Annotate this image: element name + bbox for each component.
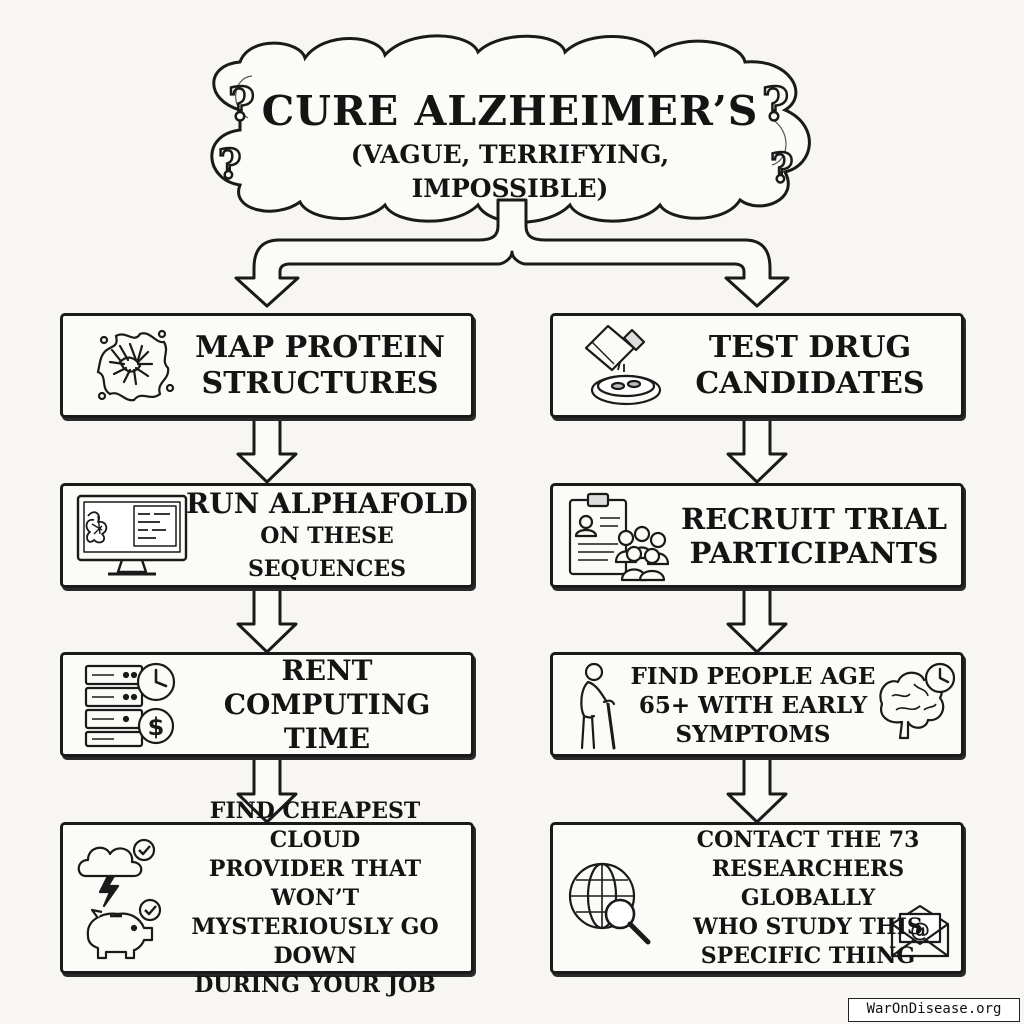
protein-structure-icon (96, 329, 175, 402)
question-mark-icon: ? ? ? ? (217, 76, 795, 194)
arrow-down (726, 586, 788, 654)
step-line: SYMPTOMS (675, 720, 831, 748)
step-line: RENT COMPUTING (223, 654, 431, 721)
step-line: SPECIFIC THING (700, 942, 916, 969)
elderly-person-icon (580, 662, 616, 750)
step-line: PROVIDER THAT WON’T (208, 855, 422, 911)
svg-text:?: ? (762, 77, 789, 131)
step-label-find-people: FIND PEOPLE AGE 65+ WITH EARLY SYMPTOMS (630, 660, 876, 750)
goal-cloud (210, 34, 811, 224)
cloud-piggy-bank-icon (77, 838, 162, 960)
step-line: DURING YOUR JOB (194, 971, 436, 998)
step-label-run-alphafold: RUN ALPHAFOLD ON THESE SEQUENCES (186, 487, 468, 582)
computer-monitor-icon (76, 494, 188, 576)
step-line: MYSTERIOUSLY GO DOWN (191, 913, 439, 969)
brain-clock-icon (879, 662, 956, 740)
step-line: ON THESE SEQUENCES (247, 522, 407, 582)
arrow-down (236, 416, 298, 484)
email-envelope-icon: @ (890, 904, 950, 958)
step-label-test-drug: TEST DRUG CANDIDATES (670, 325, 950, 407)
globe-magnifier-icon (568, 862, 651, 945)
svg-text:?: ? (228, 77, 255, 131)
step-label-rent-computing: RENT COMPUTING TIME (186, 654, 468, 755)
arrow-down (726, 416, 788, 484)
arrow-down (726, 755, 788, 824)
goal-cloud-text: CURE ALZHEIMER’S (VAGUE, TERRIFYING, IMP… (250, 88, 770, 206)
step-line: FIND PEOPLE AGE (630, 662, 876, 690)
server-clock-dollar-icon: $ (84, 662, 176, 748)
step-label-contact-researchers: CONTACT THE 73 RESEARCHERS GLOBALLY WHO … (658, 827, 958, 969)
step-line: FIND CHEAPEST CLOUD (209, 797, 421, 853)
step-label-recruit-trial: RECRUIT TRIAL PARTICIPANTS (674, 496, 954, 576)
goal-title: CURE ALZHEIMER’S (261, 87, 759, 135)
step-line: STRUCTURES (201, 366, 439, 401)
svg-text:?: ? (218, 141, 241, 188)
step-line: WHO STUDY THIS (693, 913, 923, 940)
step-label-map-protein: MAP PROTEIN STRUCTURES (180, 325, 460, 407)
step-line: TIME (283, 722, 371, 755)
pill-bottle-dish-icon (584, 324, 662, 406)
step-line: TEST DRUG (708, 330, 912, 365)
step-line: MAP PROTEIN (195, 330, 445, 365)
svg-text:?: ? (770, 145, 793, 192)
step-label-find-cloud: FIND CHEAPEST CLOUD PROVIDER THAT WON’T … (162, 798, 468, 998)
step-line: PARTICIPANTS (689, 536, 939, 570)
step-line: RECRUIT TRIAL (680, 502, 948, 536)
split-arrow (234, 198, 790, 308)
step-line: 65+ WITH EARLY (638, 691, 868, 719)
step-line: RESEARCHERS GLOBALLY (711, 855, 905, 911)
svg-text:$: $ (148, 713, 165, 741)
arrow-down (236, 586, 298, 654)
flow-arrows (236, 416, 788, 824)
arrow-down (236, 755, 298, 824)
source-badge[interactable]: WarOnDisease.org (848, 998, 1020, 1022)
step-line: CANDIDATES (695, 366, 925, 401)
svg-text:@: @ (910, 918, 930, 942)
clipboard-crowd-icon (568, 492, 670, 582)
step-line: RUN ALPHAFOLD (186, 486, 468, 520)
goal-subtitle: (VAGUE, TERRIFYING, IMPOSSIBLE) (350, 140, 670, 203)
step-line: CONTACT THE 73 (696, 826, 920, 853)
